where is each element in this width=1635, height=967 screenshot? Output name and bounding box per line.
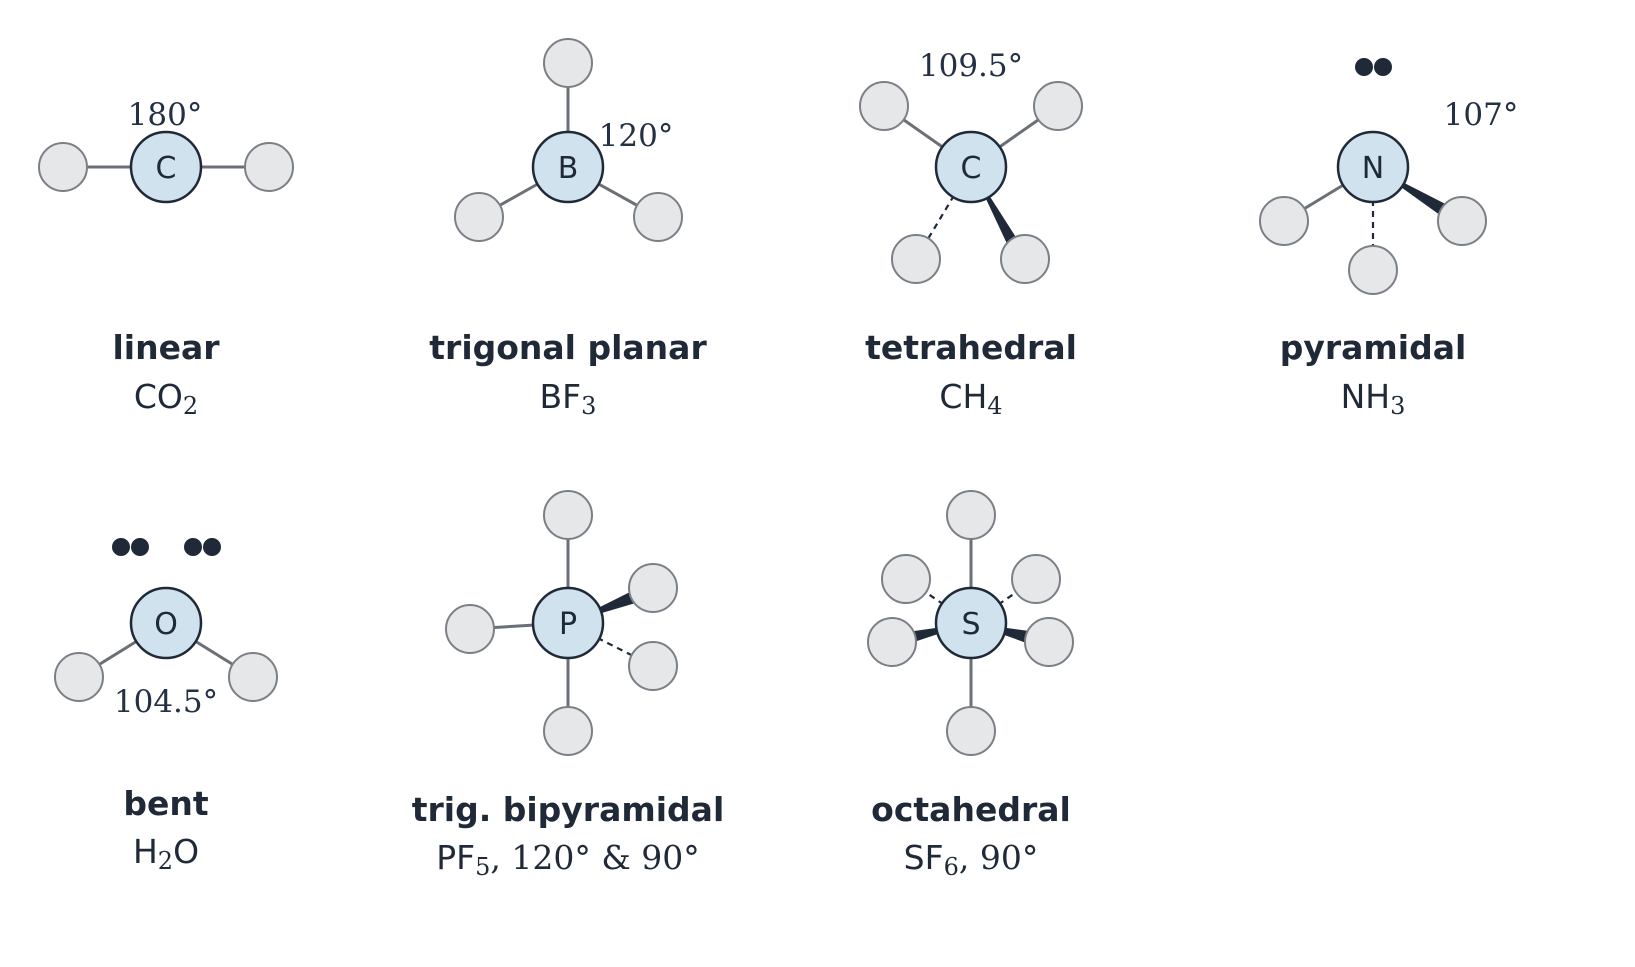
molecule-octahedral: S octahedral SF6, 90° — [867, 490, 1074, 881]
outer-atom — [628, 641, 678, 691]
central-atom-symbol: S — [961, 607, 980, 642]
bond-angle-label: 120° — [599, 118, 674, 154]
lone-pair-dot — [112, 538, 130, 556]
central-atom — [934, 130, 1008, 204]
geometry-name: bent — [123, 784, 208, 823]
bond-angle-label: 180° — [128, 97, 203, 133]
geometry-name: tetrahedral — [865, 328, 1077, 367]
molecule-formula: PF5, 120° & 90° — [436, 838, 699, 881]
molecule-formula: NH3 — [1341, 377, 1406, 420]
molecule-formula: SF6, 90° — [904, 838, 1039, 881]
outer-atom — [1348, 245, 1398, 295]
central-atom — [129, 586, 203, 660]
lone-pair-dot — [1374, 58, 1392, 76]
geometry-name: pyramidal — [1280, 328, 1467, 367]
molecule-bent: O 104.5° bent H2O — [54, 538, 278, 875]
geometry-name: trig. bipyramidal — [412, 790, 725, 829]
outer-atom — [454, 192, 504, 242]
central-atom-symbol: C — [156, 151, 177, 186]
central-atom-symbol: P — [559, 607, 577, 642]
lone-pair-dot — [1355, 58, 1373, 76]
bond-angle-label: 109.5° — [919, 48, 1023, 84]
outer-atom — [891, 234, 941, 284]
central-atom — [531, 586, 605, 660]
molecule-tetrahedral: C 109.5° tetrahedral CH4 — [859, 48, 1083, 420]
outer-atom — [1259, 196, 1309, 246]
outer-atom — [881, 554, 931, 604]
bond-angle-label: 104.5° — [114, 684, 218, 720]
outer-atom — [859, 81, 909, 131]
geometry-name: trigonal planar — [429, 328, 707, 367]
outer-atom — [1024, 617, 1074, 667]
outer-atom — [1033, 81, 1083, 131]
central-atom-symbol: C — [961, 151, 982, 186]
central-atom-symbol: O — [154, 607, 178, 642]
outer-atom — [867, 617, 917, 667]
lone-pair-dot — [184, 538, 202, 556]
lone-pair-dot — [131, 538, 149, 556]
molecule-formula: BF3 — [540, 377, 597, 420]
molecule-formula: H2O — [133, 832, 199, 875]
outer-atom — [543, 38, 593, 88]
outer-atom — [38, 142, 88, 192]
lone-pair-dot — [203, 538, 221, 556]
molecule-trigonal-planar: B 120° trigonal planar BF3 — [429, 38, 707, 420]
molecule-linear: C 180° linear CO2 — [38, 97, 294, 420]
central-atom — [129, 130, 203, 204]
outer-atom — [946, 706, 996, 756]
outer-atom — [244, 142, 294, 192]
central-atom-symbol: B — [558, 151, 579, 186]
molecule-formula: CH4 — [939, 377, 1002, 420]
outer-atom — [1011, 554, 1061, 604]
geometry-name: linear — [112, 328, 220, 367]
outer-atom — [543, 706, 593, 756]
outer-atom — [628, 563, 678, 613]
central-atom-symbol: N — [1362, 151, 1384, 186]
bond-angle-label: 107° — [1444, 97, 1519, 133]
outer-atom — [1000, 234, 1050, 284]
central-atom — [531, 130, 605, 204]
outer-atom — [946, 490, 996, 540]
outer-atom — [228, 652, 278, 702]
geometry-name: octahedral — [871, 790, 1071, 829]
molecule-formula: CO2 — [134, 377, 198, 420]
outer-atom — [1437, 196, 1487, 246]
central-atom — [1336, 130, 1410, 204]
molecule-pyramidal: N 107° pyramidal NH3 — [1259, 58, 1519, 420]
central-atom — [934, 586, 1008, 660]
outer-atom — [543, 490, 593, 540]
outer-atom — [445, 604, 495, 654]
outer-atom — [54, 652, 104, 702]
outer-atom — [633, 192, 683, 242]
molecule-trig-bipyramidal: P trig. bipyramidal PF5, 120° & 90° — [412, 490, 725, 881]
